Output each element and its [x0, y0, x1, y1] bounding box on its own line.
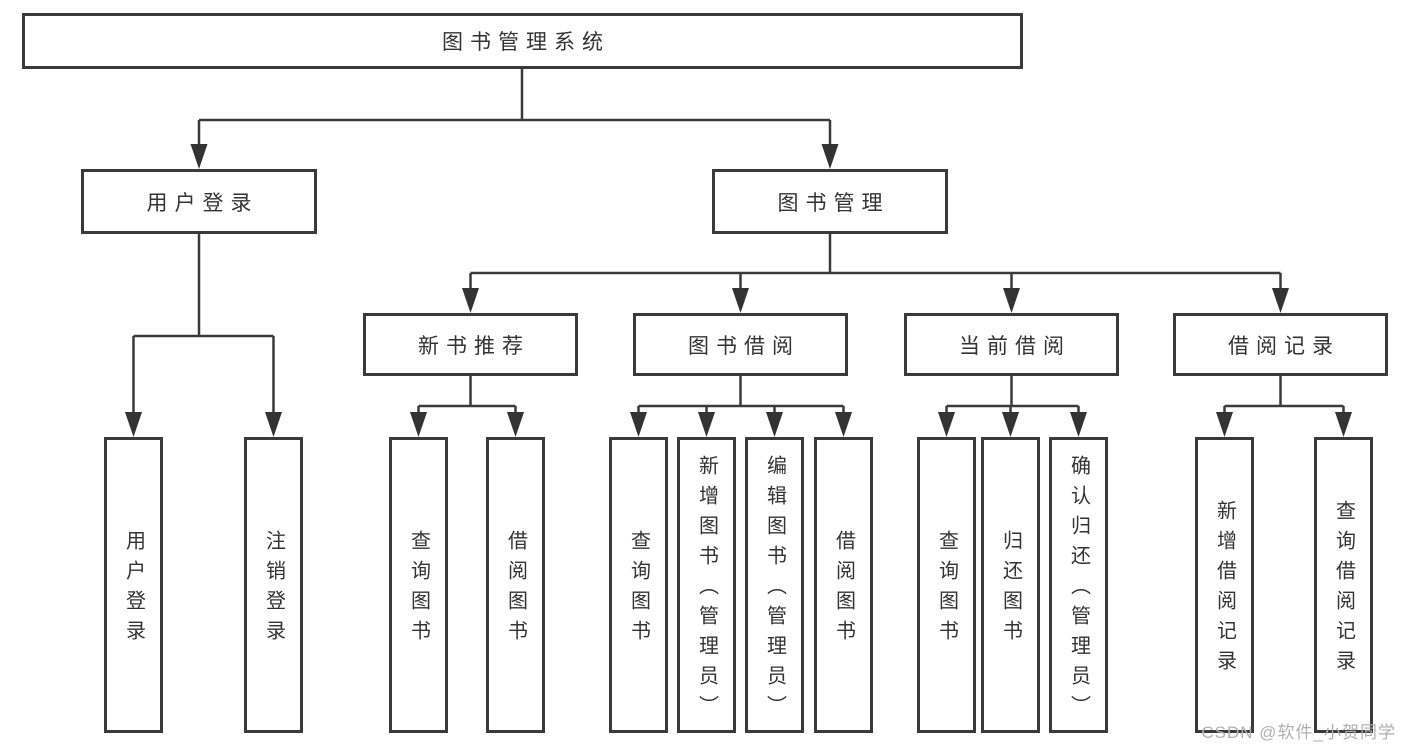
arrowhead: [265, 412, 282, 437]
arrowhead: [698, 412, 715, 437]
leaf-add-borrow-record: 新增借阅记录: [1195, 437, 1254, 733]
arrowhead: [125, 412, 142, 437]
arrowhead: [1272, 288, 1289, 313]
arrowhead: [1003, 288, 1020, 313]
node-label: 图书管理系统: [442, 31, 610, 54]
arrowhead: [1216, 412, 1233, 437]
node-label: 图书管理: [777, 191, 890, 215]
node-label: 查询图书: [627, 530, 650, 650]
node-label: 新增借阅记录: [1213, 500, 1236, 680]
node-label: 编辑图书（管理员）: [763, 455, 786, 725]
connector-borrow-records-to-leaves: [1223, 376, 1345, 432]
arrowhead: [410, 412, 427, 437]
node-label: 新书推荐: [418, 334, 530, 358]
node-new-book-recommend: 新书推荐: [363, 313, 578, 376]
node-label: 用户登录: [146, 191, 259, 215]
node-label: 归还图书: [999, 530, 1022, 650]
leaf-borrow-books: 借阅图书: [814, 437, 873, 733]
node-borrow-records: 借阅记录: [1173, 313, 1388, 376]
leaf-confirm-return-admin: 确认归还（管理员）: [1049, 437, 1108, 733]
arrowhead: [1335, 412, 1352, 437]
node-label: 当前借阅: [959, 334, 1071, 358]
arrowhead: [190, 144, 208, 169]
arrowhead: [630, 412, 647, 437]
leaf-logout: 注销登录: [244, 437, 303, 733]
node-user-login: 用户登录: [81, 169, 317, 234]
node-current-borrow: 当前借阅: [904, 313, 1119, 376]
arrowhead: [766, 412, 783, 437]
node-label: 注销登录: [262, 530, 285, 650]
node-book-borrow: 图书借阅: [633, 313, 848, 376]
leaf-return-books: 归还图书: [981, 437, 1040, 733]
node-library-management-system: 图书管理系统: [22, 13, 1023, 69]
arrowhead: [1002, 412, 1019, 437]
csdn-watermark: CSDN @软件_小贺同学: [1201, 723, 1396, 742]
node-label: 查询借阅记录: [1332, 500, 1355, 680]
node-book-management: 图书管理: [712, 169, 948, 234]
node-label: 借阅图书: [504, 530, 527, 650]
connector-user-login-to-leaves: [132, 234, 275, 432]
arrowhead: [732, 288, 749, 313]
leaf-query-books: 查询图书: [917, 437, 976, 733]
leaf-user-login: 用户登录: [104, 437, 163, 733]
leaf-query-books: 查询图书: [609, 437, 668, 733]
connector-root-to-level2: [197, 69, 832, 164]
leaf-query-books: 查询图书: [389, 437, 448, 733]
arrowhead: [835, 412, 852, 437]
node-label: 借阅图书: [832, 530, 855, 650]
leaf-edit-books-admin: 编辑图书（管理员）: [745, 437, 804, 733]
node-label: 图书借阅: [688, 334, 800, 358]
arrowhead: [938, 412, 955, 437]
connector-new-books-to-leaves: [417, 376, 517, 432]
arrowhead: [462, 288, 479, 313]
leaf-add-books-admin: 新增图书（管理员）: [677, 437, 736, 733]
arrowhead: [1070, 412, 1087, 437]
node-label: 确认归还（管理员）: [1067, 455, 1090, 725]
node-label: 借阅记录: [1228, 334, 1340, 358]
node-label: 查询图书: [407, 530, 430, 650]
node-label: 查询图书: [935, 530, 958, 650]
leaf-query-borrow-record: 查询借阅记录: [1314, 437, 1373, 733]
connector-book-mgmt-to-level3: [469, 234, 1282, 308]
leaf-borrow-books: 借阅图书: [486, 437, 545, 733]
arrowheads: [125, 144, 1352, 437]
connector-book-borrow-to-leaves: [637, 376, 845, 432]
node-label: 用户登录: [122, 530, 145, 650]
arrowhead: [507, 412, 524, 437]
arrowhead: [821, 144, 839, 169]
node-label: 新增图书（管理员）: [695, 455, 718, 725]
